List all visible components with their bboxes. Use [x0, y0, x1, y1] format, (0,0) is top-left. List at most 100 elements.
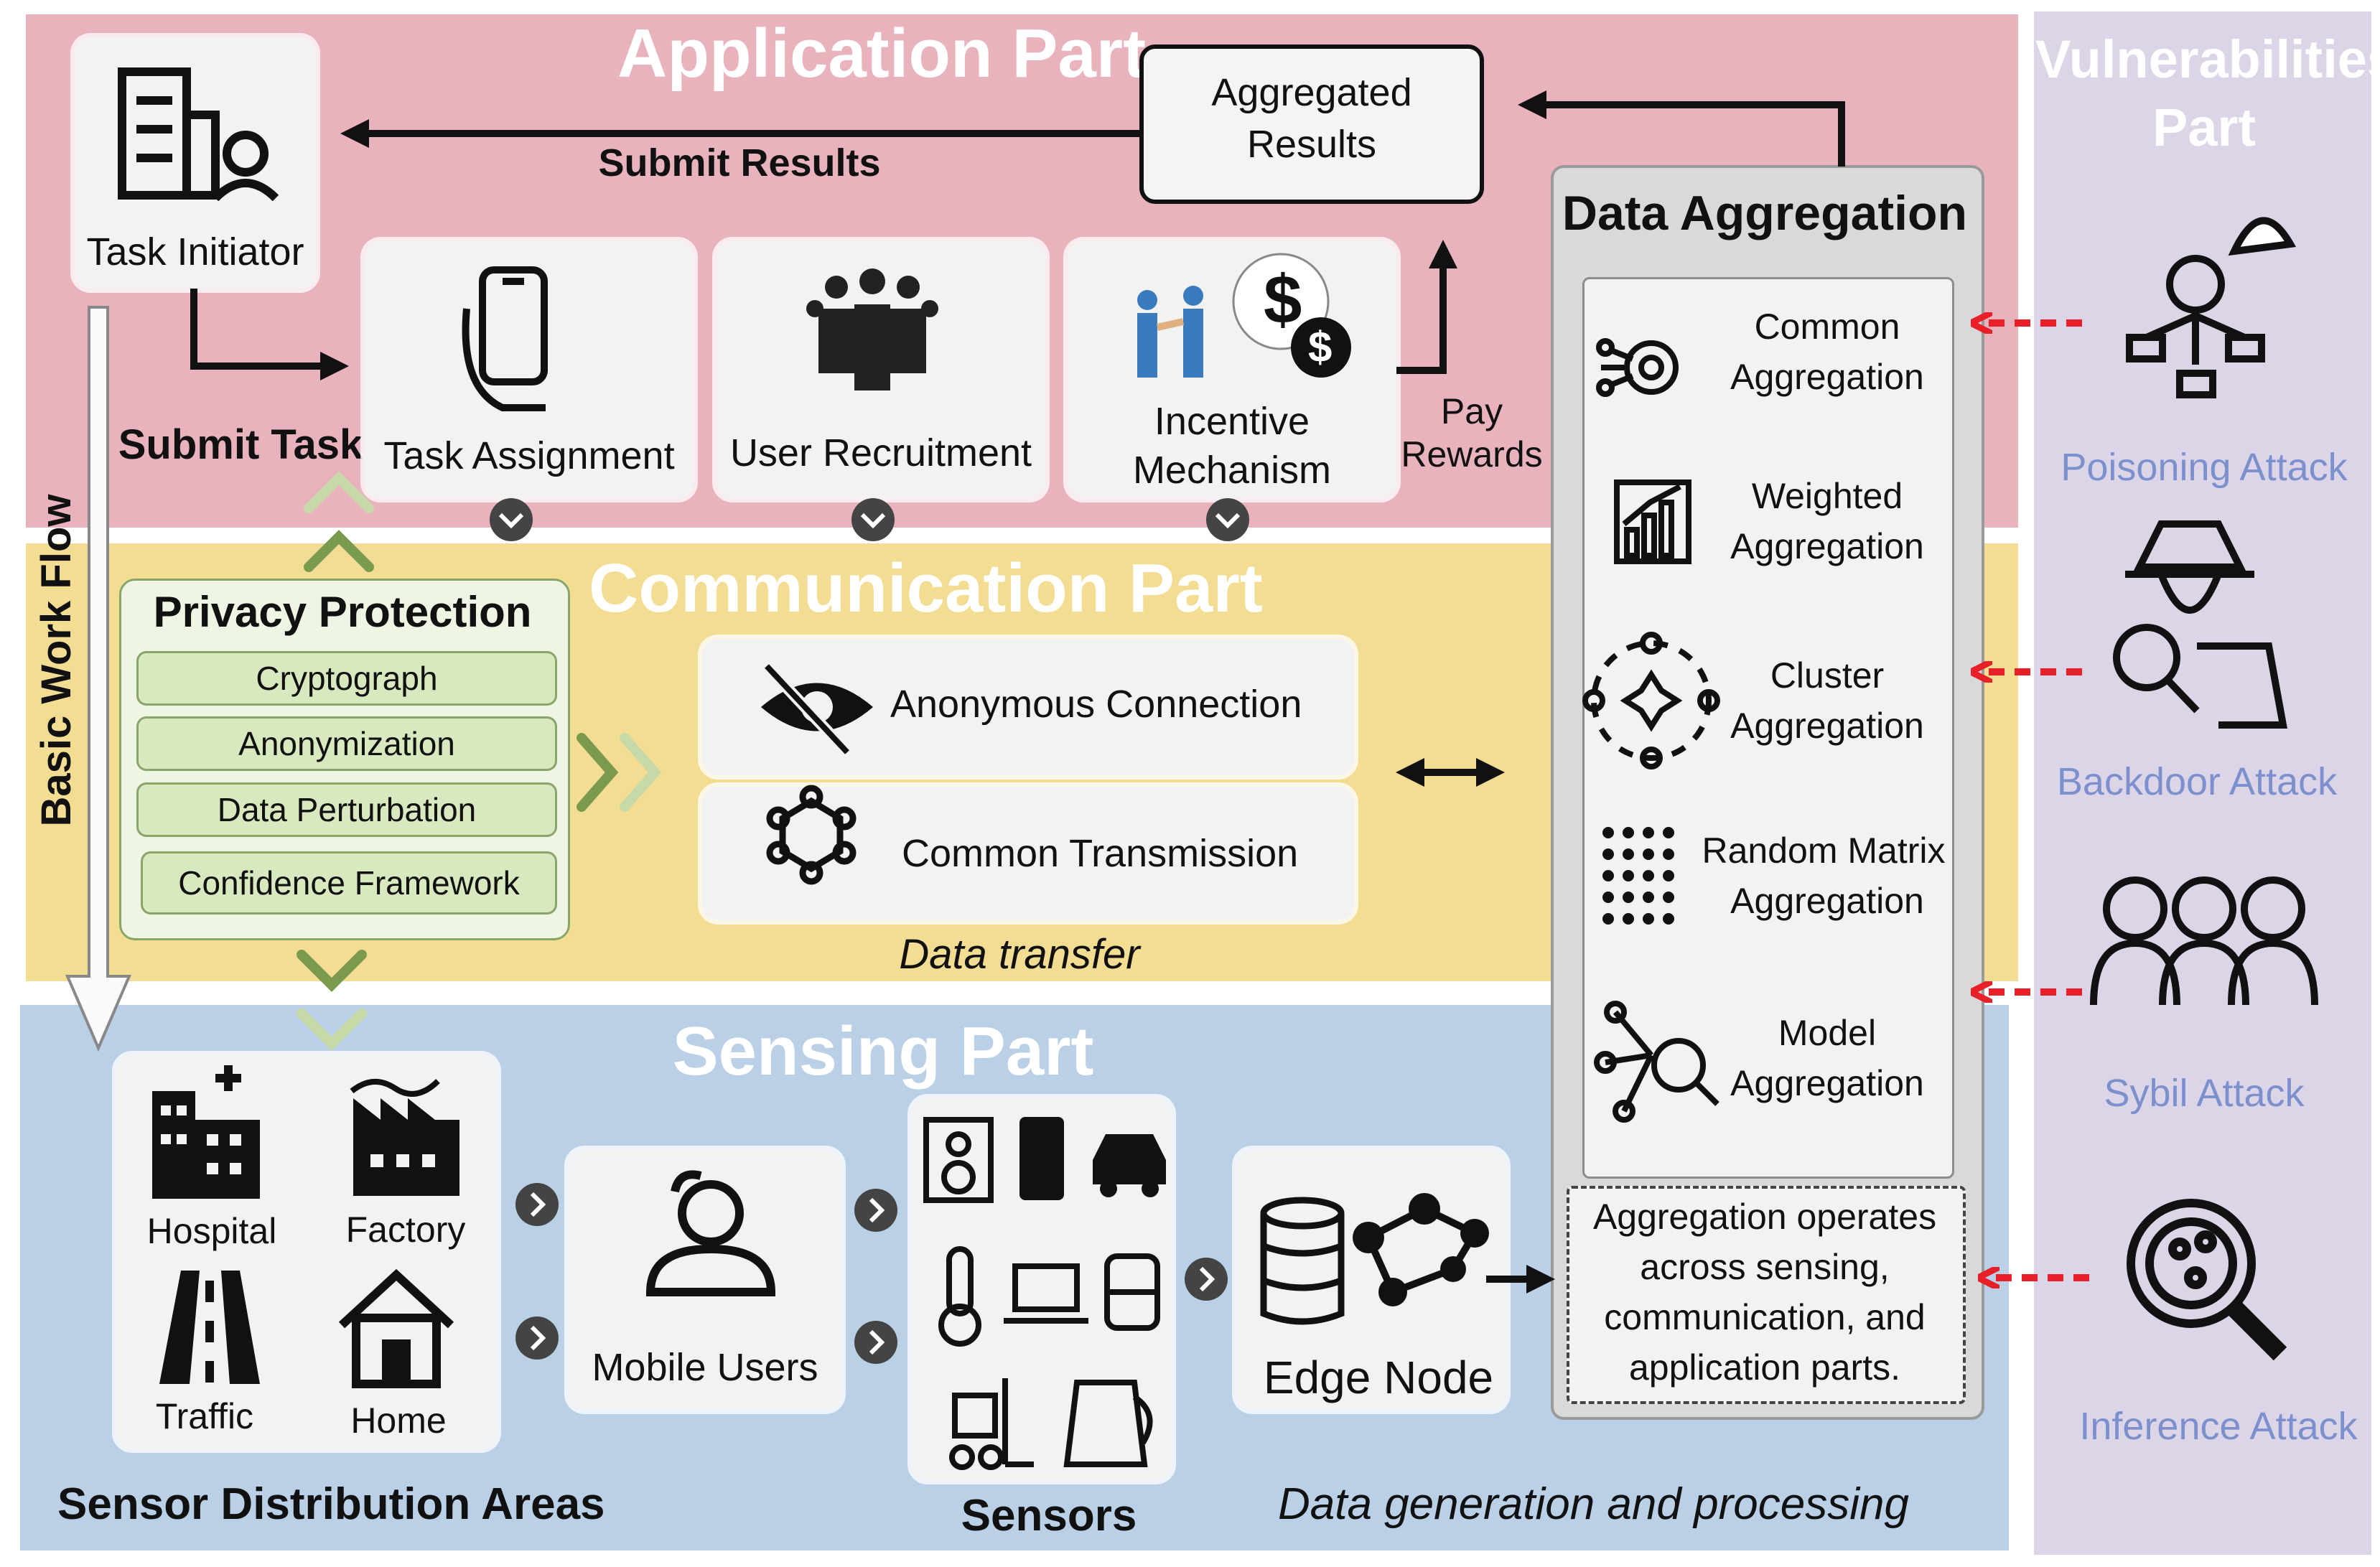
poisoning-attack-icon — [2126, 217, 2297, 398]
pay-rewards-line1: Pay — [1440, 391, 1503, 431]
bar-chart-icon — [1614, 480, 1691, 564]
edge-node-label: Edge Node — [1263, 1352, 1494, 1403]
sensor-distribution-areas-label: Sensor Distribution Areas — [57, 1479, 605, 1529]
sybil-attack-label: Sybil Attack — [2104, 1072, 2305, 1115]
privacy-up-chevrons — [304, 471, 374, 572]
area-traffic-label: Traffic — [155, 1396, 254, 1436]
user-recruitment-label: User Recruitment — [729, 431, 1032, 474]
backdoor-attack-label: Backdoor Attack — [2056, 760, 2338, 803]
sybil-attack-icon — [2090, 876, 2318, 1006]
common-transmission-card — [702, 787, 1354, 920]
users-icon — [645, 1170, 776, 1296]
vulnerabilities-part-bg — [2034, 11, 2371, 1555]
dollar-icon: $ $ — [1232, 253, 1351, 378]
application-part-title: Application Part — [617, 15, 1147, 92]
task-initiator-label: Task Initiator — [86, 230, 304, 273]
submit-task-label: Submit Task — [118, 421, 363, 468]
train-icon — [1104, 1253, 1160, 1331]
mobile-users-card — [569, 1150, 841, 1410]
crowd-icon — [806, 268, 938, 390]
handshake-icon — [1137, 286, 1203, 378]
privacy-down-chevrons — [297, 950, 367, 1051]
submit-task-arrow — [190, 289, 349, 380]
kettle-icon — [1063, 1380, 1153, 1467]
cluster-aggregation-line2: Aggregation — [1730, 706, 1924, 746]
vulnerabilities-title-line2: Part — [2152, 98, 2256, 157]
backdoor-attack-icon — [2113, 520, 2287, 729]
target-icon — [1596, 338, 1679, 397]
common-aggregation-line1: Common — [1754, 307, 1900, 347]
right-chevron-icon — [515, 1183, 1228, 1364]
down-chevron-icon — [490, 498, 1249, 541]
svg-text:$: $ — [1308, 323, 1332, 371]
hospital-icon — [152, 1065, 260, 1199]
data-transfer-label: Data transfer — [899, 931, 1140, 978]
area-factory-label: Factory — [345, 1210, 466, 1250]
inference-attack-icon — [2127, 1199, 2287, 1361]
model-search-icon — [1594, 1001, 1719, 1123]
privacy-item-cryptograph: Cryptograph — [136, 651, 557, 706]
network-icon — [766, 785, 857, 885]
aggregation-note-line4: application parts. — [1628, 1347, 1900, 1388]
data-generation-label: Data generation and processing — [1278, 1479, 1909, 1529]
privacy-item-data-perturbation: Data Perturbation — [136, 782, 557, 837]
model-aggregation-line2: Aggregation — [1730, 1063, 1924, 1103]
anonymous-connection-label: Anonymous Connection — [890, 683, 1302, 726]
area-home-label: Home — [350, 1400, 447, 1441]
pay-rewards-arrow — [1396, 240, 1457, 374]
task-initiator-card — [75, 37, 316, 289]
aggregation-note-line3: communication, and — [1604, 1297, 1926, 1337]
privacy-right-chevrons — [577, 733, 662, 812]
random-matrix-aggregation-line2: Aggregation — [1730, 881, 1924, 921]
edge-node-card — [1236, 1150, 1506, 1410]
communication-part-title: Communication Part — [589, 550, 1263, 627]
home-icon — [338, 1268, 454, 1388]
incentive-line1: Incentive — [1154, 400, 1310, 443]
weighted-aggregation-line1: Weighted — [1751, 476, 1903, 516]
common-transmission-label: Common Transmission — [902, 832, 1299, 875]
eye-slash-icon — [761, 662, 873, 757]
privacy-protection-title: Privacy Protection — [153, 588, 532, 636]
aggregation-note-line1: Aggregation operates — [1592, 1197, 1937, 1237]
factory-icon — [350, 1078, 459, 1196]
poisoning-attack-label: Poisoning Attack — [2061, 446, 2348, 489]
smartphone-icon — [462, 266, 548, 411]
edge-network-icon — [1353, 1193, 1489, 1306]
laptop-icon — [1004, 1263, 1088, 1324]
incentive-line2: Mechanism — [1132, 449, 1332, 492]
phone-icon — [1019, 1117, 1064, 1200]
car-icon — [1093, 1134, 1166, 1197]
attack-arrows — [1982, 323, 2089, 1278]
aggregation-methods-box — [1582, 277, 1954, 1179]
thermometer-icon — [938, 1246, 981, 1347]
forklift-icon — [949, 1378, 1034, 1470]
data-aggregation-title: Data Aggregation — [1562, 186, 1968, 240]
inference-attack-label: Inference Attack — [2079, 1405, 2358, 1448]
area-hospital-label: Hospital — [146, 1211, 277, 1251]
building-icon — [118, 67, 279, 202]
cluster-icon — [1582, 632, 1720, 770]
cluster-aggregation-line1: Cluster — [1770, 655, 1885, 696]
aggregation-note-line2: across sensing, — [1640, 1247, 1890, 1287]
vulnerabilities-title-line1: Vulnerabilities — [2035, 29, 2380, 89]
matrix-dots-icon — [1602, 827, 1674, 925]
aggregated-results-line2: Results — [1246, 123, 1377, 166]
database-icon — [1260, 1197, 1345, 1325]
svg-text:$: $ — [1264, 261, 1302, 338]
privacy-item-confidence-framework: Confidence Framework — [141, 851, 557, 915]
task-assignment-label: Task Assignment — [383, 434, 675, 477]
common-aggregation-line2: Aggregation — [1730, 357, 1924, 397]
aggregation-to-results-arrow — [1518, 90, 1845, 167]
speaker-icon — [923, 1117, 994, 1203]
basic-work-flow-arrow — [65, 306, 132, 1052]
aggregated-results-box — [1139, 45, 1484, 204]
privacy-item-anonymization: Anonymization — [136, 716, 557, 771]
aggregation-note-box — [1567, 1186, 1966, 1404]
weighted-aggregation-line2: Aggregation — [1730, 526, 1924, 566]
road-icon — [159, 1271, 260, 1384]
random-matrix-aggregation-line1: Random Matrix — [1702, 831, 1946, 871]
sensing-part-title: Sensing Part — [672, 1013, 1094, 1090]
model-aggregation-line1: Model — [1778, 1013, 1877, 1053]
pay-rewards-line2: Rewards — [1401, 434, 1543, 474]
